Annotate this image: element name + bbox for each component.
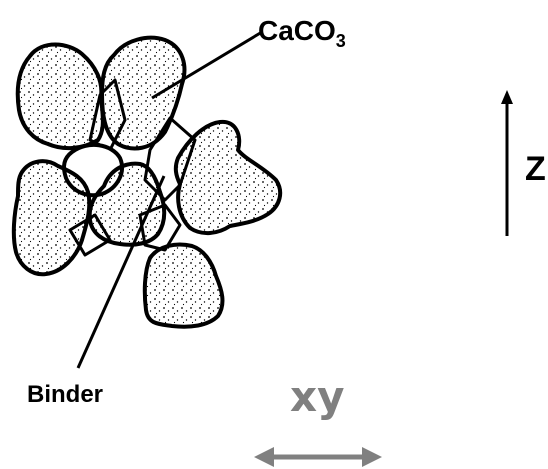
caco3-label-subscript: 3 — [336, 31, 346, 51]
xy-axis-label: xy — [290, 372, 344, 421]
caco3-label-main: CaCO — [258, 15, 336, 46]
particle-bottom-left — [14, 161, 89, 274]
xy-arrowhead-right — [362, 447, 382, 467]
z-axis-label: Z — [525, 150, 546, 188]
particle-right — [176, 122, 280, 233]
caco3-label: CaCO3 — [258, 15, 346, 51]
particle-bottom — [145, 245, 223, 327]
z-arrowhead — [501, 90, 513, 104]
z-axis-arrow — [501, 90, 513, 236]
xy-axis-arrow — [254, 447, 382, 467]
particle-top-left — [18, 45, 103, 149]
binder-label: Binder — [27, 381, 103, 408]
xy-arrowhead-left — [254, 447, 274, 467]
particle-cluster — [14, 38, 280, 327]
